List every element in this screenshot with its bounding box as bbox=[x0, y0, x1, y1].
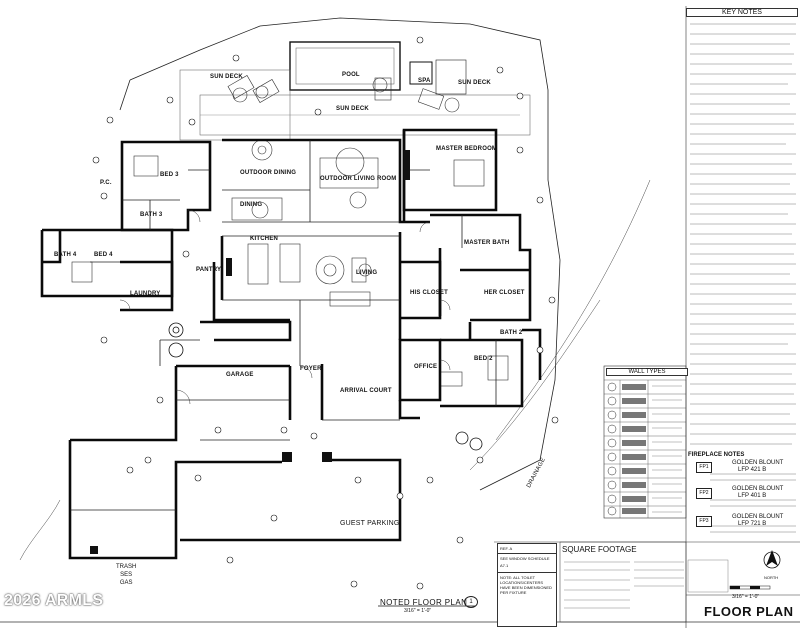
room-master-bath: MASTER BATH bbox=[464, 240, 510, 246]
room-arrival-court: ARRIVAL COURT bbox=[340, 388, 392, 394]
room-spa: SPA bbox=[418, 78, 431, 84]
room-bed-4: BED 4 bbox=[94, 252, 113, 258]
room-her-closet: HER CLOSET bbox=[484, 290, 525, 296]
room-sun-deck-3: SUN DECK bbox=[458, 80, 491, 86]
room-guest-parking: GUEST PARKING bbox=[340, 520, 400, 527]
sheet-scale: 3/16" = 1'-0" bbox=[732, 594, 760, 600]
room-master-bedroom: MASTER BEDROOM bbox=[436, 146, 498, 152]
fireplace-2-label: GOLDEN BLOUNT bbox=[732, 486, 784, 492]
room-pool: POOL bbox=[342, 72, 360, 78]
room-kitchen: KITCHEN bbox=[250, 236, 279, 242]
room-sun-deck-2: SUN DECK bbox=[336, 106, 369, 112]
room-laundry: LAUNDRY bbox=[130, 291, 161, 297]
room-bed-3: BED 3 bbox=[160, 172, 179, 178]
north-label: NORTH bbox=[764, 575, 779, 580]
notes-box: REF. A SEE WINDOW SCHEDULE A7.1 NOTE: AL… bbox=[497, 543, 557, 627]
noted-plan-scale: 3/16" = 1'-0" bbox=[404, 608, 432, 614]
square-footage-title: SQUARE FOOTAGE bbox=[562, 545, 637, 554]
gas-label: GAS bbox=[119, 580, 133, 586]
room-office: OFFICE bbox=[414, 364, 438, 370]
room-foyer: FOYER bbox=[300, 366, 322, 372]
key-notes-title: KEY NOTES bbox=[686, 8, 798, 17]
fireplace-1-label: GOLDEN BLOUNT bbox=[732, 460, 784, 466]
fireplace-2-model: LFP 401 B bbox=[738, 493, 767, 499]
room-garage: GARAGE bbox=[226, 372, 254, 378]
trash-ses-gas-label: TRASH SES GAS bbox=[116, 563, 136, 587]
fireplace-notes-title: FIREPLACE NOTES bbox=[688, 452, 745, 458]
room-pantry: PANTRY bbox=[196, 267, 222, 273]
fireplace-tag-1: FP1 bbox=[696, 462, 712, 473]
fireplace-tag-3: FP3 bbox=[696, 516, 712, 527]
fireplace-3-model: LFP 721 B bbox=[738, 521, 767, 527]
noted-floor-plan-title: NOTED FLOOR PLAN bbox=[380, 598, 468, 607]
room-bath-4: BATH 4 bbox=[54, 252, 77, 258]
ses-label: SES bbox=[120, 572, 133, 578]
notes-sheet-ref: A7.1 bbox=[500, 563, 509, 568]
room-living: LIVING bbox=[356, 270, 378, 276]
room-his-closet: HIS CLOSET bbox=[410, 290, 449, 296]
room-outdoor-dining: OUTDOOR DINING bbox=[240, 170, 297, 176]
fireplace-3-label: GOLDEN BLOUNT bbox=[732, 514, 784, 520]
notes-ref: REF. A bbox=[498, 544, 556, 554]
room-pc: P.C. bbox=[100, 180, 112, 186]
room-bath-2: BATH 2 bbox=[500, 330, 523, 336]
noted-plan-number: 1 bbox=[464, 596, 478, 608]
fireplace-1-model: LFP 421 B bbox=[738, 467, 767, 473]
notes-window-schedule: SEE WINDOW SCHEDULE bbox=[500, 556, 550, 561]
room-sun-deck-1: SUN DECK bbox=[210, 74, 243, 80]
notes-toilet-text: NOTE: ALL TOILET LOCATIONS/CENTERS HAVE … bbox=[498, 572, 556, 597]
watermark: 2026 ARMLS bbox=[4, 592, 104, 609]
room-bath-3: BATH 3 bbox=[140, 212, 163, 218]
sheet-title: FLOOR PLAN bbox=[704, 604, 794, 619]
room-bed-2: BED 2 bbox=[474, 356, 493, 362]
trash-label: TRASH bbox=[116, 564, 137, 570]
wall-types-title: WALL TYPES bbox=[606, 368, 688, 376]
room-dining: DINING bbox=[240, 202, 263, 208]
fireplace-tag-2: FP2 bbox=[696, 488, 712, 499]
room-outdoor-living: OUTDOOR LIVING ROOM bbox=[320, 176, 397, 182]
